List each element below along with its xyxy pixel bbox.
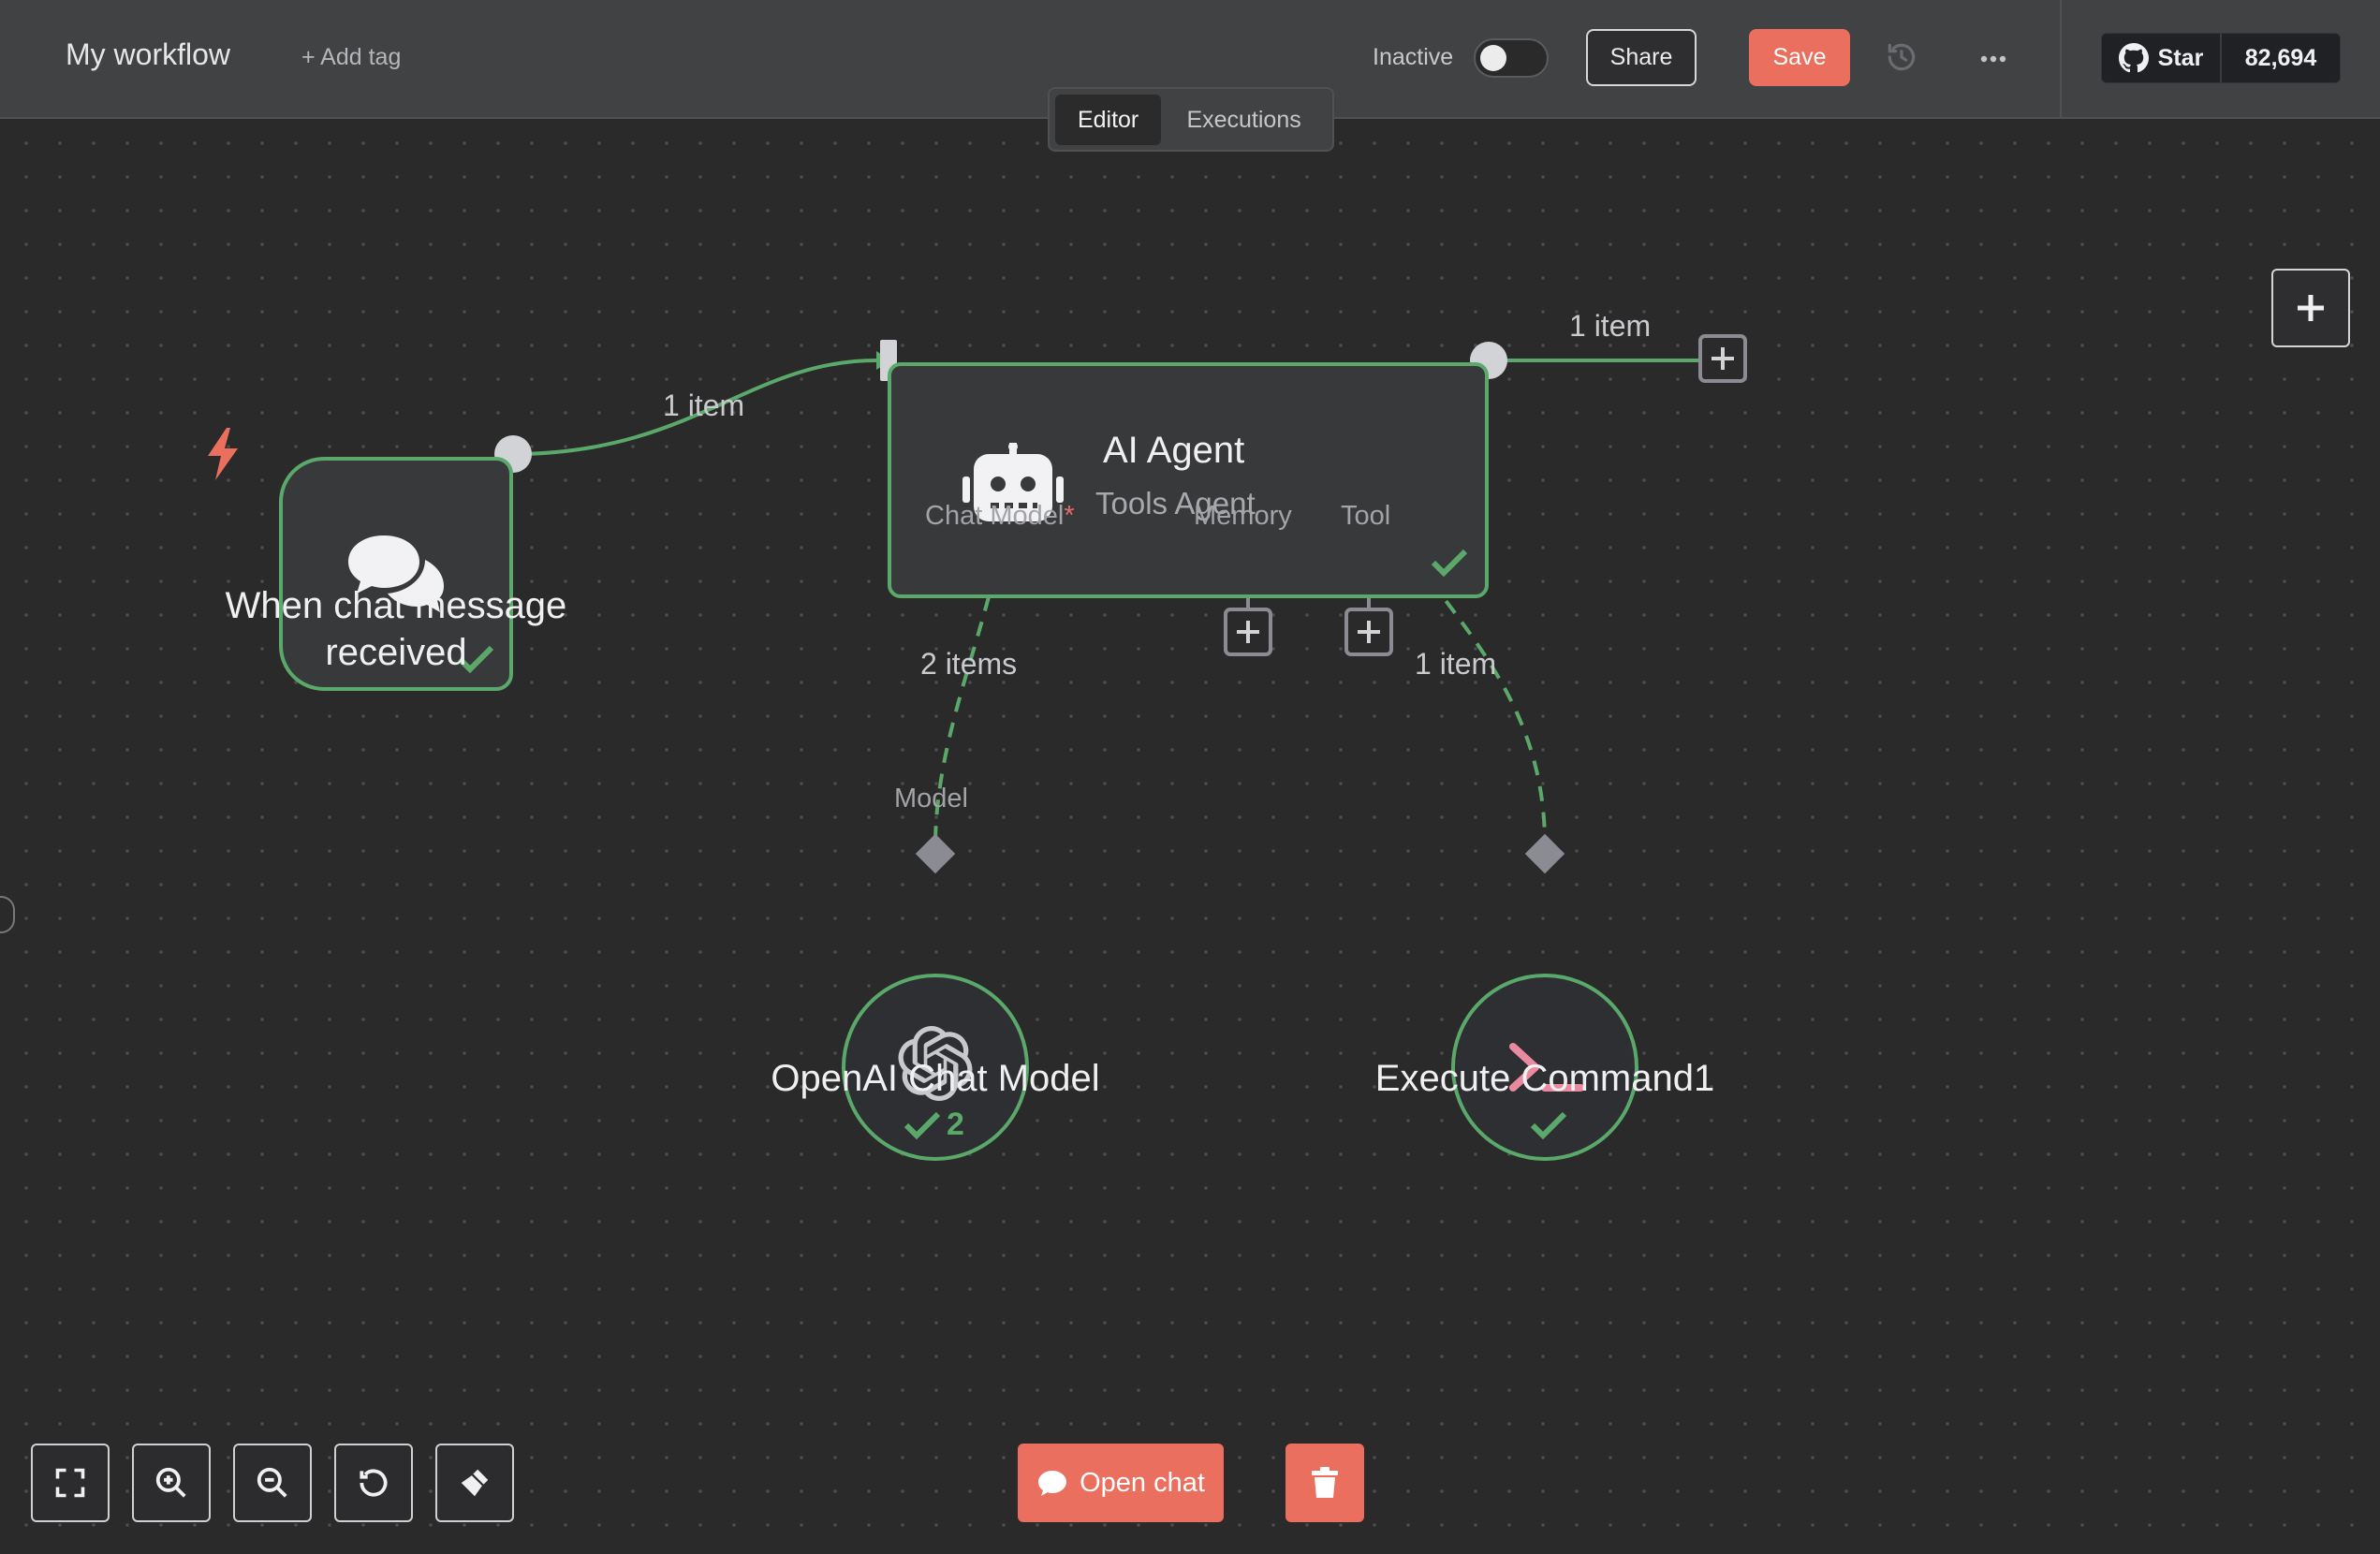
edge-label-tool: 1 item — [1415, 647, 1497, 681]
tidy-up-button[interactable] — [435, 1444, 514, 1522]
add-memory-button[interactable] — [1224, 608, 1272, 656]
success-check-icon — [904, 1111, 941, 1140]
trash-icon — [1312, 1467, 1338, 1498]
add-node-button[interactable] — [2271, 269, 2350, 347]
memory-port-label: Memory — [1194, 501, 1292, 531]
github-star-count: 82,694 — [2244, 44, 2317, 71]
save-button[interactable]: Save — [1749, 29, 1850, 86]
success-check-icon — [457, 645, 494, 674]
toggle-knob — [1480, 45, 1506, 71]
tool-port-label: Tool — [1341, 501, 1391, 531]
add-tool-button[interactable] — [1344, 608, 1393, 656]
run-count-badge: 2 — [947, 1107, 964, 1142]
header-divider — [2060, 0, 2062, 117]
plus-icon — [2298, 295, 2324, 321]
github-icon — [2118, 43, 2149, 73]
edge-label-agent-out: 1 item — [1569, 309, 1652, 343]
zoom-in-button[interactable] — [132, 1444, 211, 1522]
edge-label-model: 2 items — [920, 647, 1018, 681]
edge-label-trigger-agent: 1 item — [663, 388, 745, 422]
agent-node-subtitle: Tools Agent — [1095, 486, 1256, 520]
undo-icon — [360, 1469, 388, 1497]
zoom-in-icon — [155, 1467, 186, 1498]
github-star-widget[interactable]: Star 82,694 — [2101, 33, 2341, 83]
execute-node-label: Execute Command1 — [1374, 1058, 1715, 1099]
edge-trigger-to-agent — [512, 359, 877, 456]
required-marker: * — [1064, 501, 1075, 531]
reset-zoom-button[interactable] — [334, 1444, 413, 1522]
zoom-out-button[interactable] — [233, 1444, 312, 1522]
chat-icon — [1038, 1471, 1067, 1496]
tab-executions[interactable]: Executions — [1186, 106, 1301, 133]
plus-icon — [1712, 347, 1734, 370]
fullscreen-icon — [55, 1468, 85, 1498]
github-star-button[interactable]: Star — [2102, 34, 2222, 82]
model-output-port — [915, 833, 956, 874]
plus-icon — [1237, 621, 1259, 643]
active-toggle[interactable] — [1474, 38, 1549, 78]
view-tabs: Editor Executions — [1048, 87, 1334, 152]
plus-icon — [1358, 621, 1380, 643]
history-icon[interactable] — [1884, 39, 1919, 75]
openai-node-label: OpenAI Chat Model — [771, 1058, 1100, 1099]
node-chat-trigger[interactable] — [279, 457, 513, 691]
terminal-icon — [1509, 1043, 1584, 1092]
chat-model-text: Chat Model — [925, 501, 1065, 531]
open-chat-label: Open chat — [1080, 1467, 1205, 1498]
trigger-bolt-icon — [208, 428, 238, 480]
agent-node-title: AI Agent — [1103, 430, 1245, 471]
tool-output-port — [1524, 833, 1565, 874]
tab-editor[interactable]: Editor — [1055, 95, 1162, 145]
connection-layer — [494, 342, 1700, 874]
active-status-label: Inactive — [1373, 44, 1454, 70]
node-execute-command[interactable] — [1451, 974, 1638, 1161]
workflow-name[interactable]: My workflow — [66, 37, 231, 71]
robot-icon — [962, 443, 1064, 521]
success-check-icon — [1431, 549, 1468, 578]
add-tag-link[interactable]: + Add tag — [301, 44, 402, 70]
node-openai-chat-model[interactable]: 2 — [842, 974, 1029, 1161]
zoom-out-icon — [257, 1467, 287, 1498]
node-ai-agent[interactable] — [888, 362, 1489, 598]
chat-bubbles-icon — [348, 535, 444, 612]
fit-view-button[interactable] — [31, 1444, 110, 1522]
github-star-label: Star — [2157, 44, 2204, 71]
edge-tool-to-agent — [1370, 492, 1547, 845]
broom-icon — [461, 1469, 489, 1497]
chat-model-port-label: Chat Model* — [925, 501, 1075, 532]
success-check-icon — [1530, 1111, 1567, 1140]
workflow-canvas[interactable]: When chat message received AI Agent Tool… — [0, 119, 2380, 1554]
model-port-label: Model — [894, 784, 968, 814]
open-chat-button[interactable]: Open chat — [1018, 1444, 1224, 1522]
add-next-node-button[interactable] — [1698, 334, 1747, 383]
share-button[interactable]: Share — [1586, 29, 1697, 86]
more-options-icon[interactable] — [1979, 45, 2007, 73]
openai-icon — [898, 1026, 973, 1101]
clear-execution-button[interactable] — [1285, 1444, 1364, 1522]
trigger-node-label: When chat message received — [225, 585, 567, 673]
